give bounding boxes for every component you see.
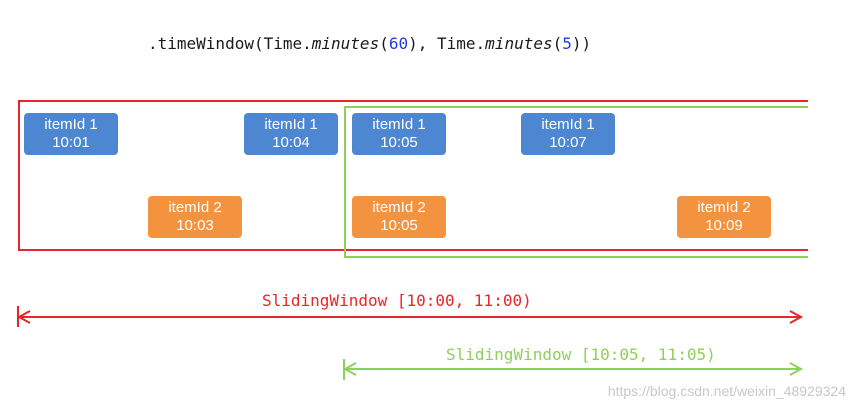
event-item2-1009: itemId 2 10:09	[677, 196, 771, 238]
event-item2-1003: itemId 2 10:03	[148, 196, 242, 238]
time-window-code: .timeWindow(Time.minutes(60), Time.minut…	[148, 34, 591, 53]
event-time: 10:03	[176, 217, 214, 234]
event-time: 10:09	[705, 217, 743, 234]
event-id: itemId 1	[44, 116, 98, 133]
event-time: 10:04	[272, 134, 310, 151]
event-id: itemId 2	[168, 199, 222, 216]
code-arg-slide: 5	[562, 34, 572, 53]
event-id: itemId 1	[264, 116, 318, 133]
event-id: itemId 1	[372, 116, 426, 133]
code-prefix: .timeWindow(Time.	[148, 34, 312, 53]
event-time: 10:05	[380, 134, 418, 151]
event-id: itemId 1	[541, 116, 595, 133]
range-arrow-green	[342, 359, 804, 380]
event-id: itemId 2	[697, 199, 751, 216]
event-time: 10:01	[52, 134, 90, 151]
window-box-red	[18, 100, 808, 251]
event-item1-1004: itemId 1 10:04	[244, 113, 338, 155]
range-label-green: SlidingWindow [10:05, 11:05)	[446, 345, 716, 364]
event-item1-1001: itemId 1 10:01	[24, 113, 118, 155]
event-item2-1005: itemId 2 10:05	[352, 196, 446, 238]
code-suffix: ))	[571, 34, 592, 53]
code-fn-minutes-2: minutes	[485, 34, 553, 53]
code-mid: ), Time.	[408, 34, 486, 53]
event-item1-1005: itemId 1 10:05	[352, 113, 446, 155]
code-open-2: (	[552, 34, 563, 53]
watermark: https://blog.csdn.net/weixin_48929324	[607, 383, 846, 399]
code-arg-size: 60	[388, 34, 409, 53]
window-box-green	[344, 106, 808, 258]
event-time: 10:05	[380, 217, 418, 234]
event-id: itemId 2	[372, 199, 426, 216]
code-open-1: (	[379, 34, 389, 53]
range-label-red: SlidingWindow [10:00, 11:00)	[262, 291, 532, 310]
event-item1-1007: itemId 1 10:07	[521, 113, 615, 155]
event-time: 10:07	[549, 134, 587, 151]
range-arrow-red	[16, 306, 804, 327]
code-fn-minutes-1: minutes	[311, 34, 380, 53]
